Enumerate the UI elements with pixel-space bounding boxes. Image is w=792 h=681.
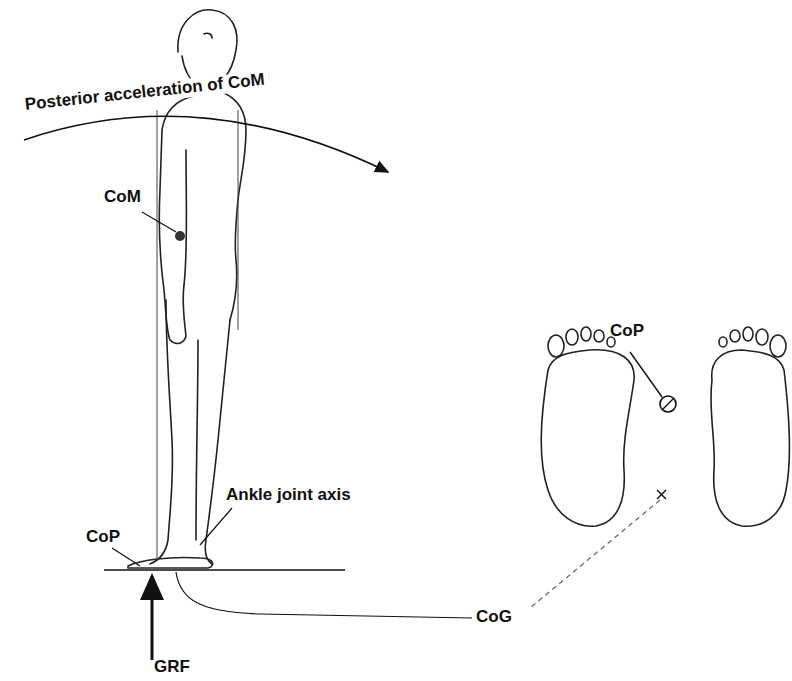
grf-label: GRF [154,658,190,677]
ankle-axis-label: Ankle joint axis [226,486,351,505]
cop-label: CoP [610,322,644,341]
motion-label: Posterior acceleration of CoM [22,71,268,115]
cop-label: CoP [86,528,120,547]
com-label: CoM [104,188,141,207]
cog-label: CoG [476,608,512,627]
